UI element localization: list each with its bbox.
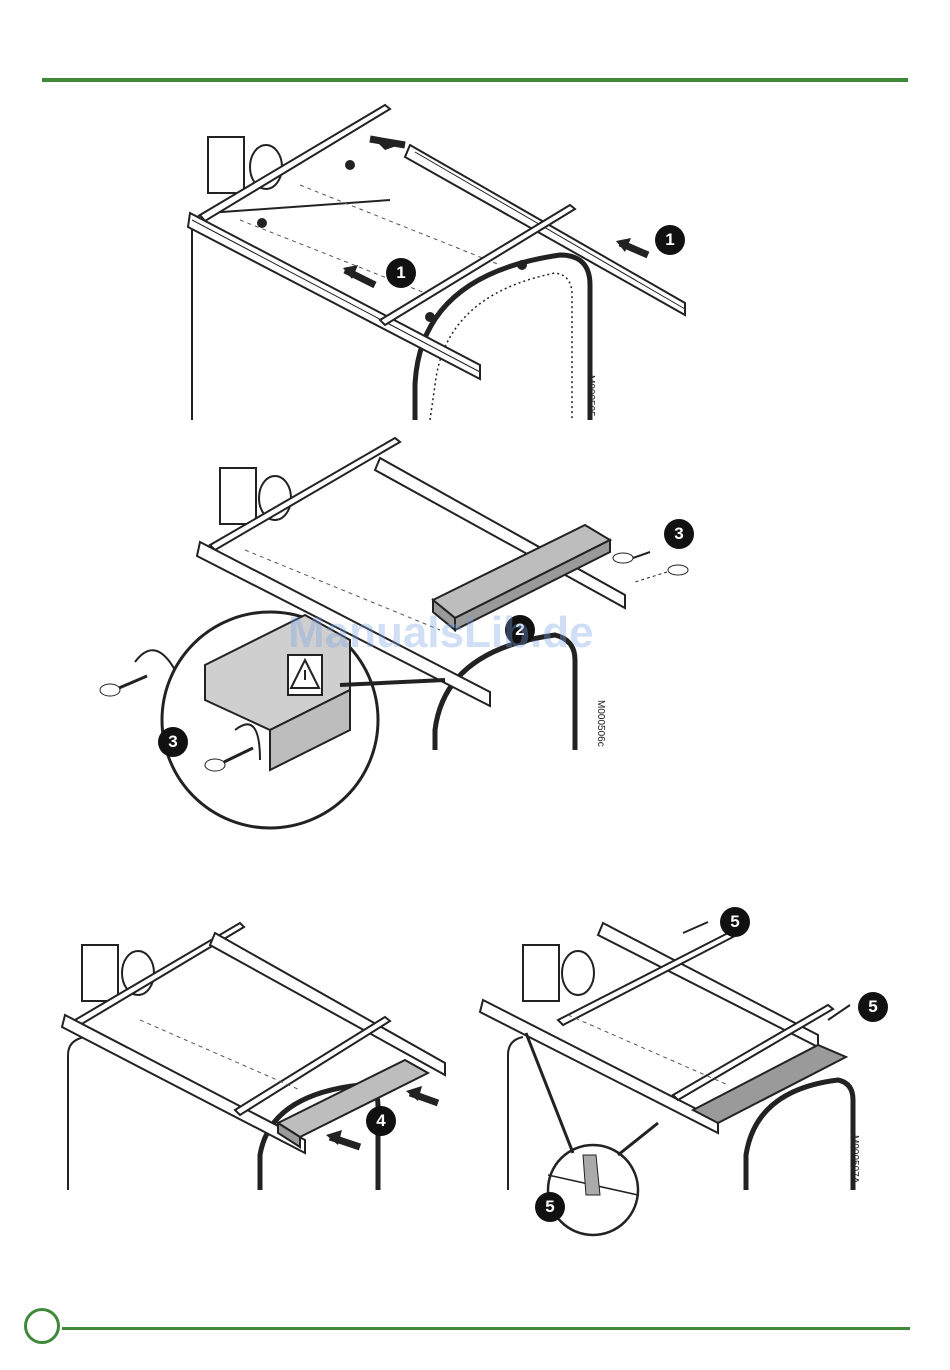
figure-code: M000505 (585, 375, 596, 417)
step-badge: 5 (720, 907, 750, 937)
figure-code: M000506c (595, 700, 606, 747)
watermark: ManualsLib.de (288, 608, 594, 658)
screw-icon (613, 552, 650, 563)
figure-4-drawing (478, 905, 863, 1240)
figure-code: M000507A (849, 1135, 860, 1183)
figure-1-drawing (180, 95, 720, 420)
bottom-rule (62, 1327, 910, 1330)
figure-rails-insert (180, 95, 720, 420)
warning-icon (288, 655, 322, 695)
step-badge: 5 (535, 1192, 565, 1222)
figure-clip-fit (478, 905, 863, 1240)
page-number-circle (24, 1308, 60, 1344)
figure-3-drawing (60, 915, 460, 1190)
step-badge: 5 (858, 992, 888, 1022)
step-badge: 3 (664, 519, 694, 549)
rotate-arrow-icon (135, 650, 175, 670)
figure-panel-slide (60, 915, 460, 1190)
top-rule (42, 78, 908, 82)
step-badge: 1 (386, 258, 416, 288)
step-badge: 3 (158, 727, 188, 757)
step-badge: 4 (366, 1106, 396, 1136)
step-badge: 1 (655, 225, 685, 255)
